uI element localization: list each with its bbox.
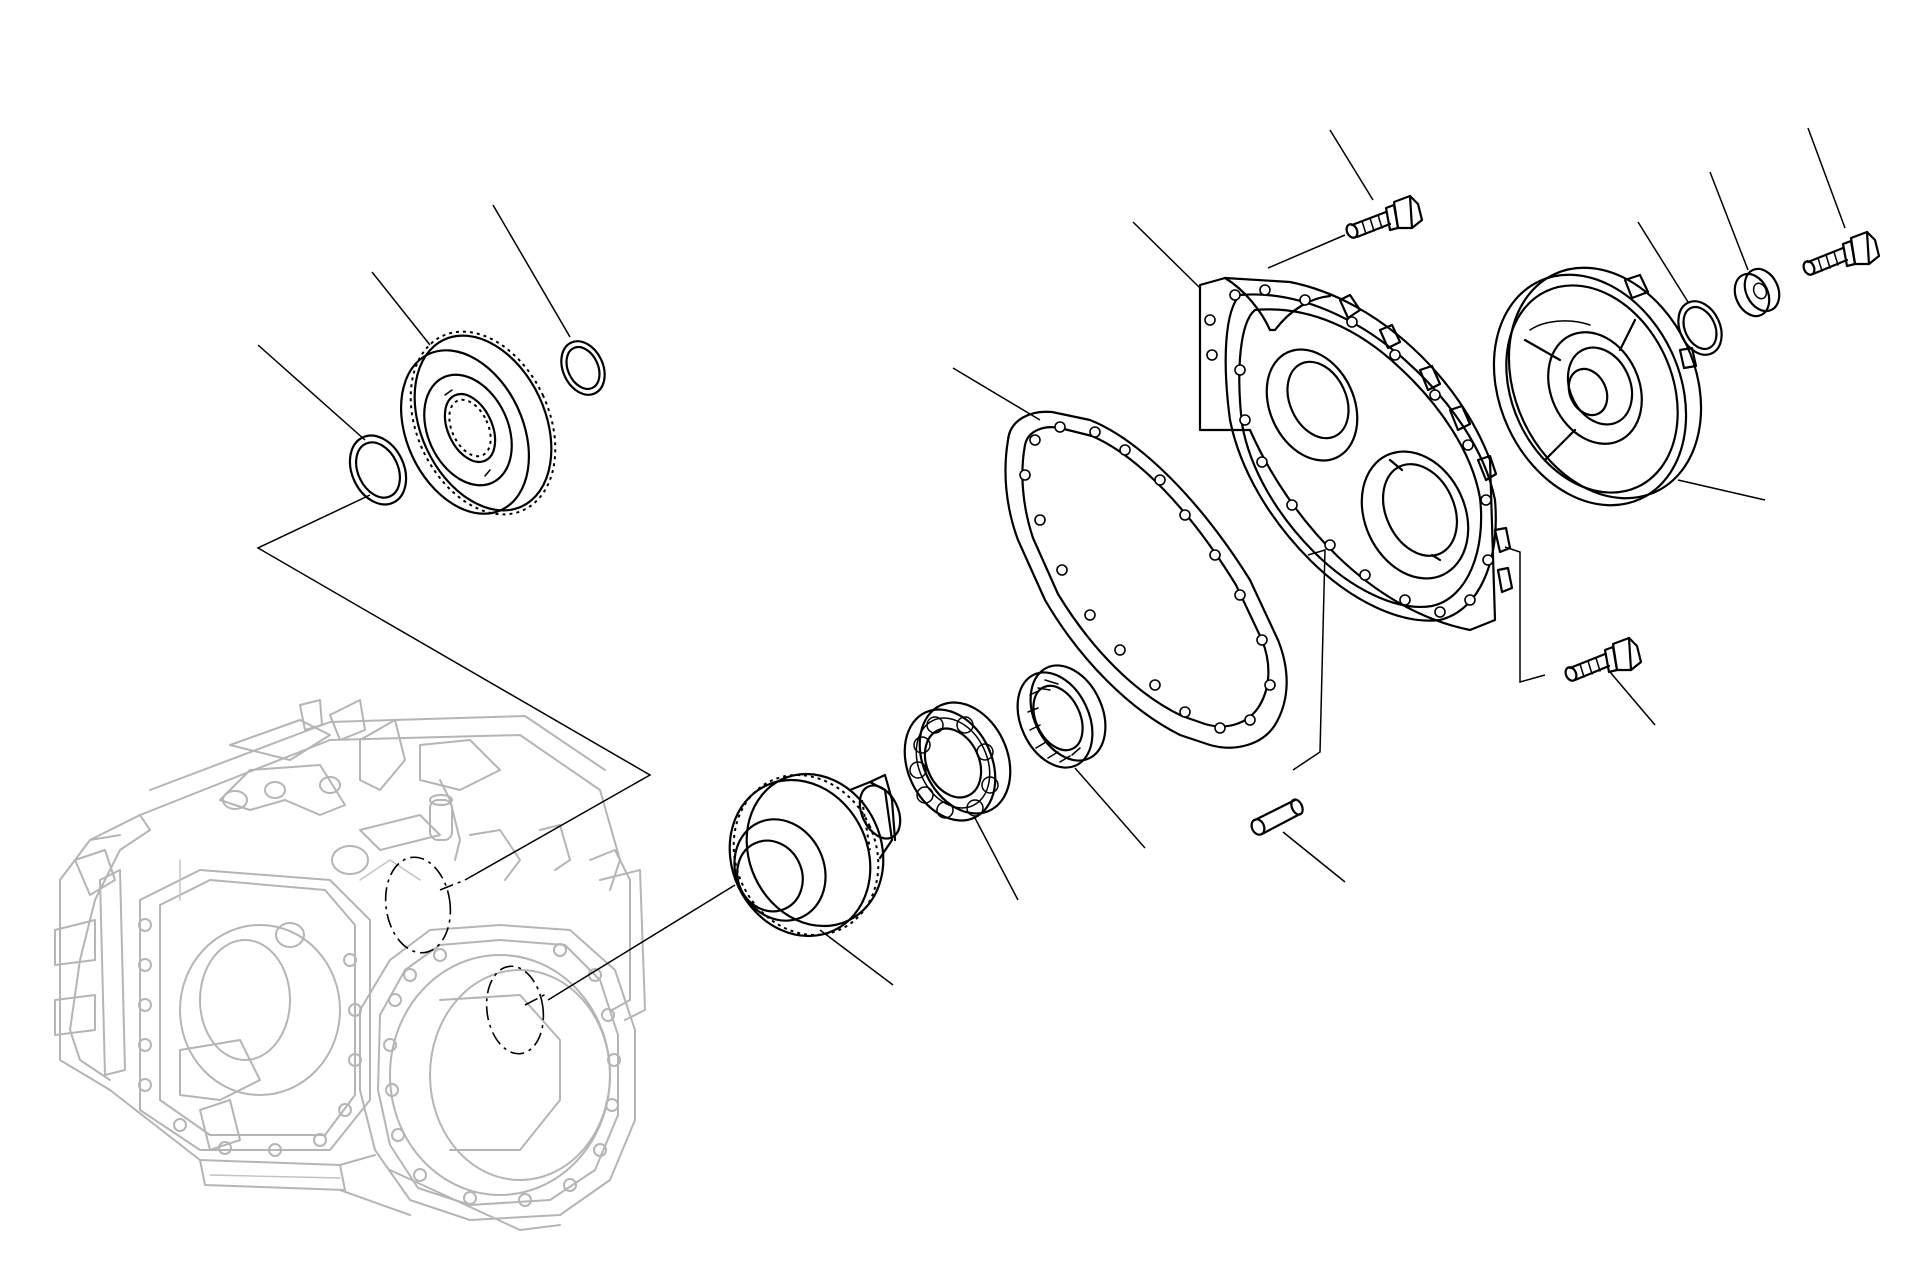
bore-marker-upper [384, 856, 452, 954]
gasket [952, 367, 1288, 749]
output-gear-shaft [728, 772, 902, 986]
gear-sleeve [371, 271, 557, 516]
cover-plate [1132, 221, 1514, 632]
bolt-top [1329, 129, 1424, 239]
washer [1709, 171, 1781, 318]
bolt-right [1564, 636, 1656, 726]
roller-bearing [1016, 664, 1146, 849]
bell-cover [1492, 266, 1766, 507]
bolt-top-right [1802, 127, 1881, 276]
o-ring [1637, 221, 1723, 356]
dowel-pin [1250, 798, 1346, 883]
snap-ring-left [257, 344, 408, 506]
snap-ring-upper [492, 204, 606, 396]
transmission-housing [54, 699, 646, 1231]
bore-marker-lower [485, 965, 545, 1055]
ball-bearing [903, 701, 1019, 901]
assembly-lines [256, 234, 1546, 1006]
